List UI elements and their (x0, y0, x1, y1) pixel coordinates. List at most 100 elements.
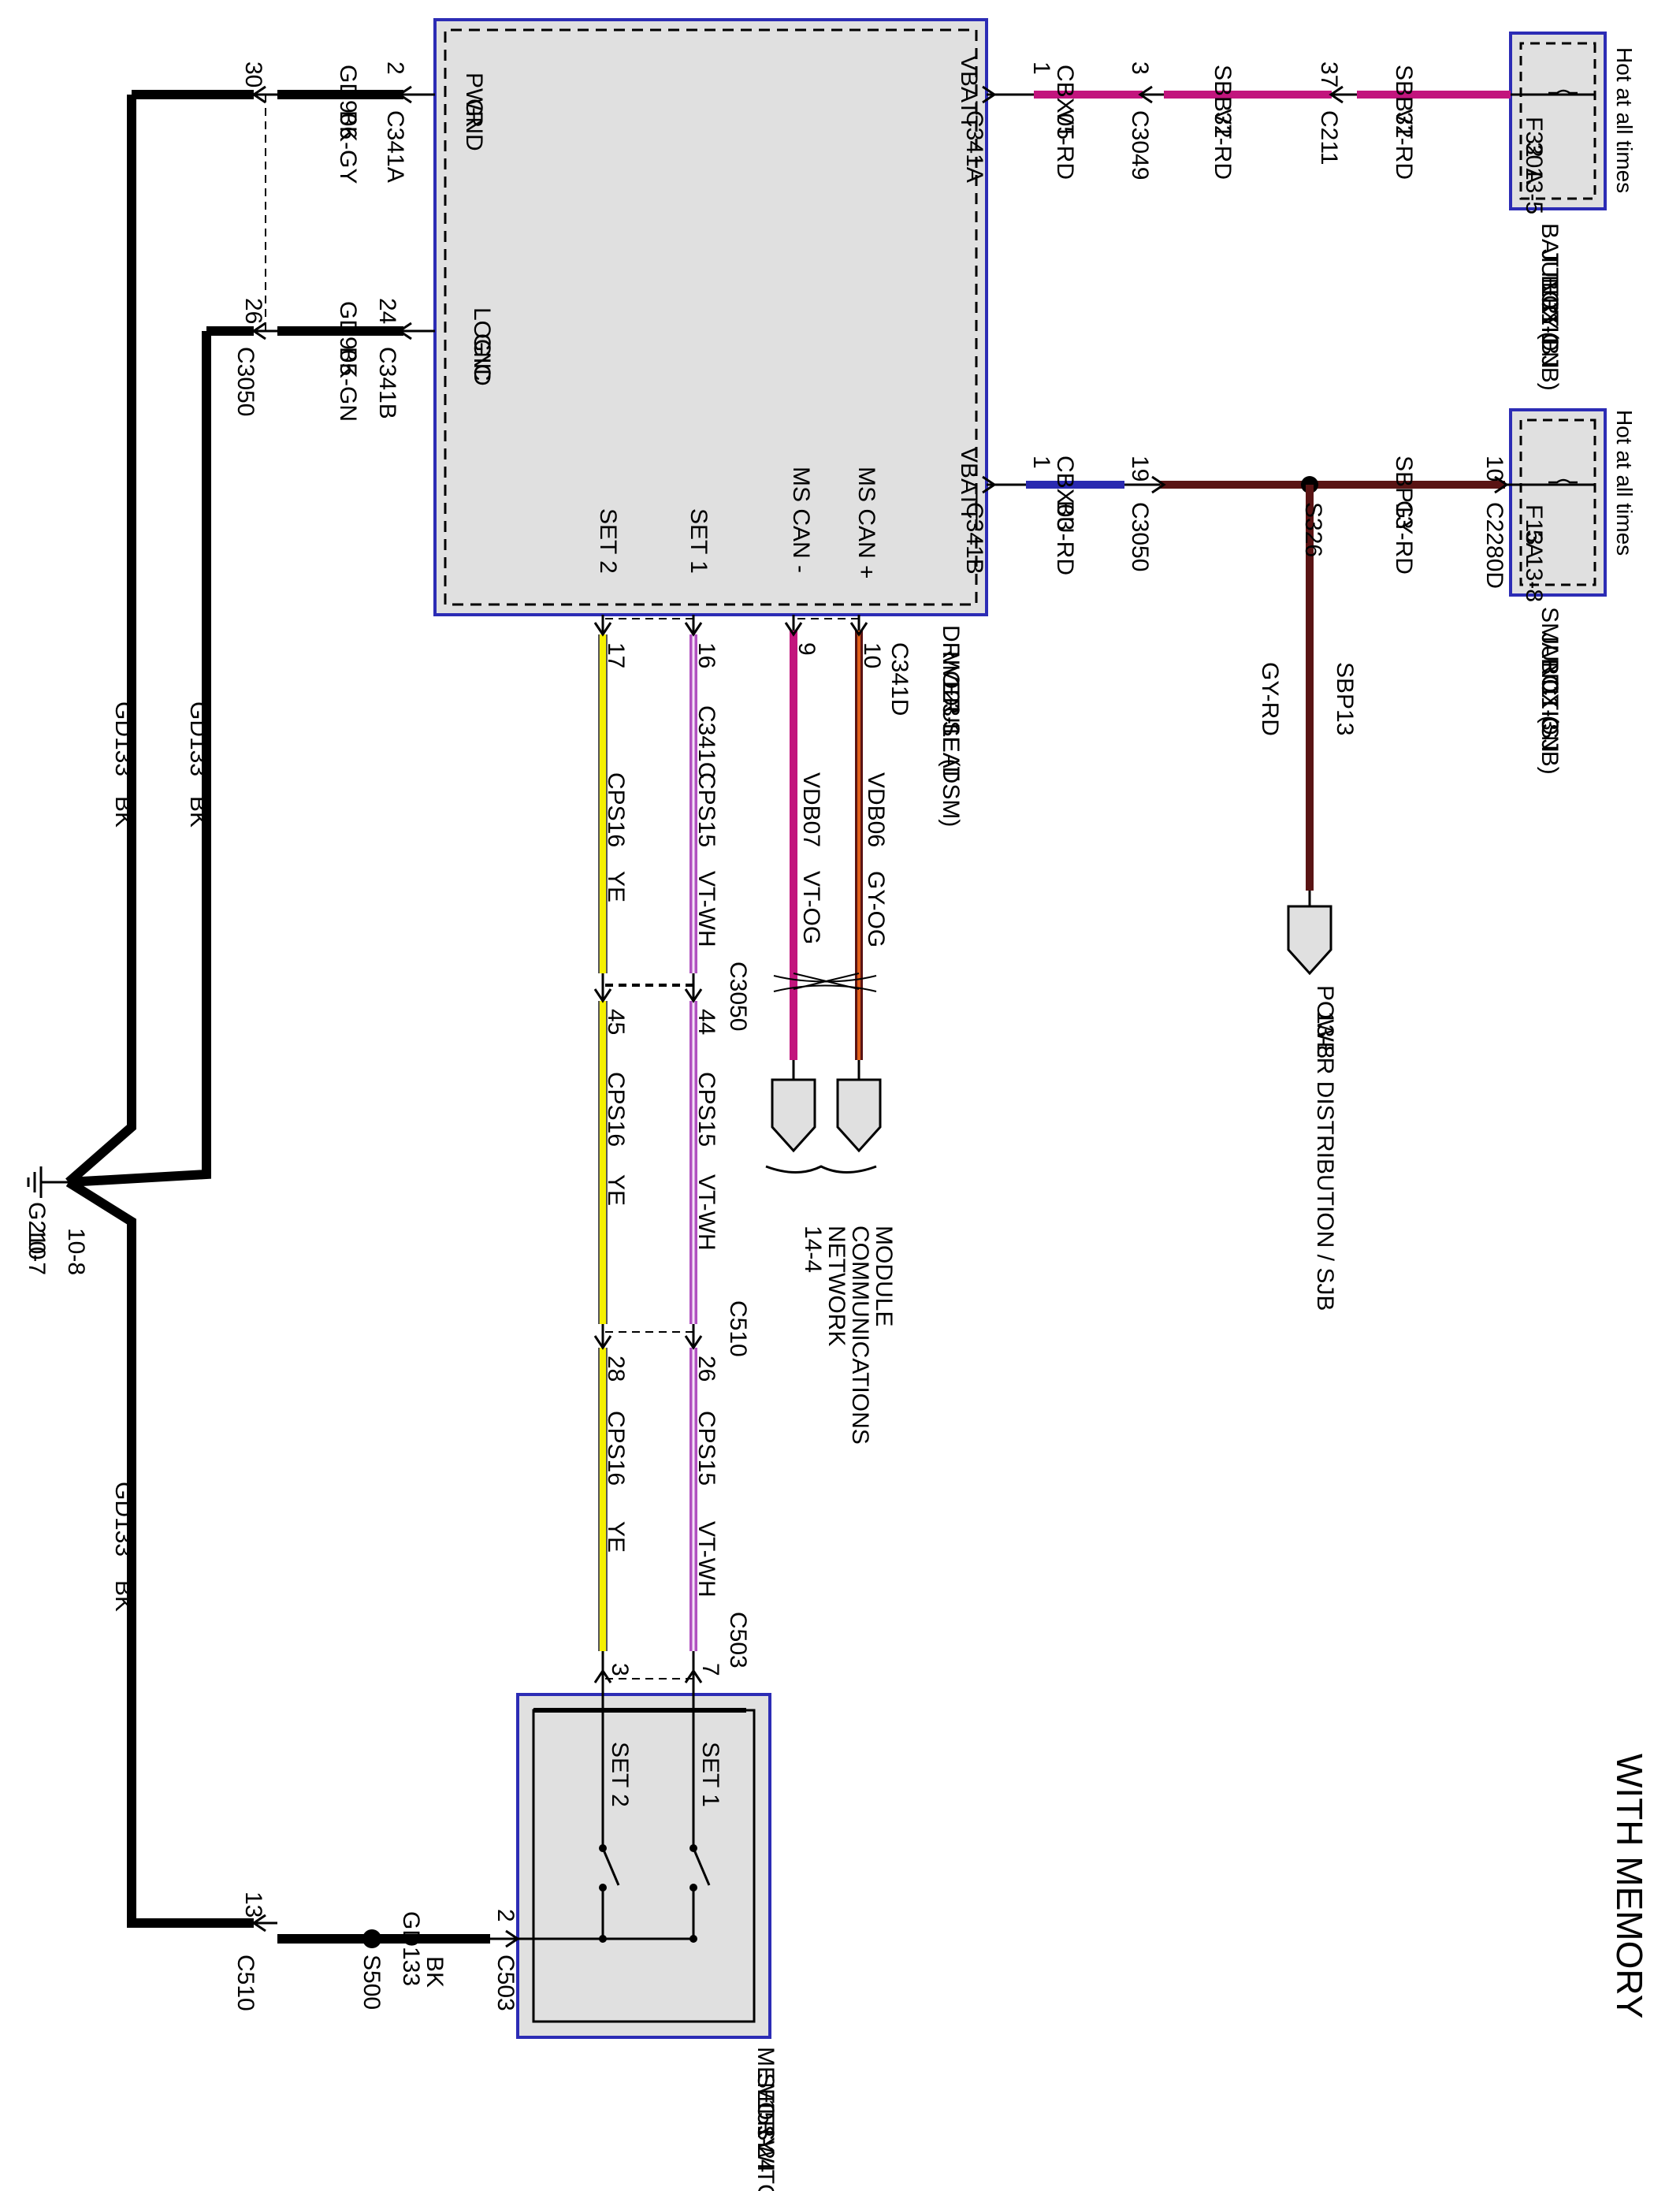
vdb06-name: VDB06 (863, 772, 889, 847)
gd133sw-color: BK (422, 1956, 448, 1988)
sjb-name-line2: JUNCTION (1537, 633, 1563, 753)
switch-name-line2: SET SWITCH (753, 2073, 779, 2191)
dsm-pin-vbatt-b: VBATT (956, 447, 982, 521)
cps15-color-2: VT-WH (693, 1174, 719, 1251)
switch-ref: 151-24 (753, 2099, 779, 2172)
gd905-color: BK-GN (335, 347, 361, 422)
cbx05-conn-far: C3049 (1127, 110, 1153, 180)
cbx05-color: VT-RD (1052, 109, 1078, 180)
network-ref: 14-4 (800, 1226, 826, 1273)
network-line2: COMMUNICATIONS (847, 1226, 873, 1445)
gd906-pin-far: 30 (240, 61, 266, 87)
gd133c-name: GD133 (110, 1482, 136, 1557)
sjb-name-line3: BOX (SJB) (1537, 659, 1563, 775)
gd905-name: GD905 (335, 301, 361, 376)
cbx05-name: CBX05 (1052, 65, 1078, 139)
switch-name-line1: MEMORY (753, 2047, 779, 2152)
cps16-pin-c503: 3 (607, 1663, 633, 1676)
bjb-hot-label: Hot at all times (1612, 47, 1637, 193)
sbb32a-color: VT-RD (1210, 109, 1236, 180)
cps15-color-3: VT-WH (693, 1521, 719, 1598)
circuit-gd133-switch: 2 C503 GD133 BK S500 13 C510 (232, 1892, 520, 2011)
gd133sw-conn-sw: C503 (492, 1955, 518, 2011)
cps15-conn-c3050: C3050 (725, 962, 751, 1031)
network-line3: NETWORK (823, 1226, 849, 1346)
dsm-pin-ms-can-plus: MS CAN + (853, 467, 879, 579)
driver-seat-module: PWR GND LOGIC GND VBATT VBATT MS CAN + M… (433, 18, 988, 827)
cbx05-pin-dsm: 1 (1028, 61, 1054, 75)
memory-set-switch: SET 1 SET 2 MEMORY SET SWITCH 151-24 (516, 1671, 779, 2191)
sjb-ref: 11-3 (1537, 685, 1563, 731)
cbx03-pin-far: 19 (1127, 456, 1153, 482)
switch-set2-label: SET 2 (607, 1742, 633, 1807)
dsm-ref: 123-1 (938, 677, 964, 738)
gd133b-color: BK (185, 796, 211, 828)
gd133sw-conn-far: C510 (232, 1955, 258, 2011)
vdb07-name: VDB07 (798, 772, 824, 847)
vdb06-conn: C341D (886, 642, 912, 716)
gd906-conn-dsm: C341A (382, 110, 408, 183)
sbb32b-color: VT-RD (1391, 109, 1417, 180)
cps16-name-3: CPS16 (603, 1411, 629, 1486)
cps15-pin-dsm: 16 (693, 642, 719, 668)
bjb-fuse-rating: 30A (1521, 142, 1547, 184)
vdb07-color: VT-OG (798, 871, 824, 944)
cps15-conn-c503: C503 (725, 1612, 751, 1668)
dsm-pin-gnd: GND (461, 99, 487, 151)
sjb-fuse-ref: 13-8 (1521, 555, 1547, 602)
gd133a-color: BK (110, 796, 136, 828)
ground-ref1: 10-7 (24, 1228, 50, 1275)
cps15-name-1: CPS15 (693, 772, 719, 847)
circuit-gd906: 2 GD906 BK-GY C341A 30 (132, 61, 435, 184)
circuit-cps16: 17 CPS16 YE 45 CPS16 YE 28 CPS16 YE 3 (593, 615, 693, 1683)
dsm-pin-vbatt-a: VBATT (956, 55, 982, 129)
vdb06-color: GY-OG (863, 871, 889, 947)
sbb32a-conn-far: C211 (1316, 110, 1342, 166)
sbp13b-name: SBP13 (1332, 662, 1358, 735)
bjb-fuse-name: F32 (1521, 117, 1547, 158)
gd133sw-pin-sw: 2 (492, 1909, 518, 1922)
gd905-pin-dsm: 24 (374, 298, 400, 324)
cps15-name-2: CPS15 (693, 1072, 719, 1147)
power-dist-ref: 13-8 (1312, 1011, 1338, 1058)
vdb06-pin: 10 (859, 642, 885, 668)
bjb-fuse-ref: 13-5 (1521, 167, 1547, 214)
sbb32b-name: SBB32 (1391, 65, 1417, 138)
bjb-name-line2: JUNCTION (1537, 249, 1563, 369)
gd906-name: GD906 (335, 65, 361, 139)
circuit-vbatt-bjb: 1 CBX05 VT-RD C341A 3 C3049 SBB32 VT-RD … (961, 61, 1595, 183)
bjb-name-line3: BOX (BJB) (1537, 275, 1563, 391)
gd906-color: BK-GY (335, 110, 361, 184)
cbx03-name: CBX03 (1052, 456, 1078, 530)
gd133sw-splice: S500 (359, 1955, 385, 2010)
ground-name: G210 (24, 1202, 50, 1259)
cbx03-pin-dsm: 1 (1028, 456, 1054, 469)
cps15-conn-dsm: C341C (693, 705, 719, 779)
sbp13a-conn-far: C2280D (1481, 502, 1507, 589)
cps15-name-3: CPS15 (693, 1411, 719, 1486)
smart-junction-box: F13 5A 13-8 Hot at all times SMART JUNCT… (1509, 408, 1637, 775)
gd133c-color: BK (110, 1580, 136, 1612)
vdb07-pin: 9 (794, 642, 820, 656)
cps16-pin-c3050: 45 (603, 1009, 629, 1035)
sjb-name-line1: SMART (1537, 607, 1563, 689)
dsm-pin-logic-gnd: GND (469, 333, 495, 386)
sjb-fuse-rating: 5A (1521, 530, 1547, 559)
cps16-color-1: YE (603, 871, 629, 902)
gd905-pin-far: 26 (240, 298, 266, 324)
cbx03-conn-dsm: C341B (961, 502, 987, 575)
cps15-pin-c510: 26 (693, 1356, 719, 1382)
cps16-name-2: CPS16 (603, 1072, 629, 1147)
dsm-pin-set1: SET 1 (686, 508, 712, 574)
diagram-title: WITH MEMORY (1609, 1754, 1650, 2018)
cps16-color-2: YE (603, 1174, 629, 1206)
bjb-name-line1: BATTERY (1537, 223, 1563, 330)
circuit-cps15: 16 C341C CPS15 VT-WH 44 C3050 CPS15 VT-W… (684, 615, 751, 1683)
circuit-gd133: G210 10-7 10-8 GD133 BK GD133 BK GD133 B… (24, 95, 254, 1928)
network-line1: MODULE (871, 1226, 897, 1326)
switch-set1-label: SET 1 (697, 1742, 723, 1807)
cbx05-pin-far: 3 (1127, 61, 1153, 75)
sjb-hot-label: Hot at all times (1612, 410, 1637, 556)
cps15-conn-c510: C510 (725, 1300, 751, 1357)
